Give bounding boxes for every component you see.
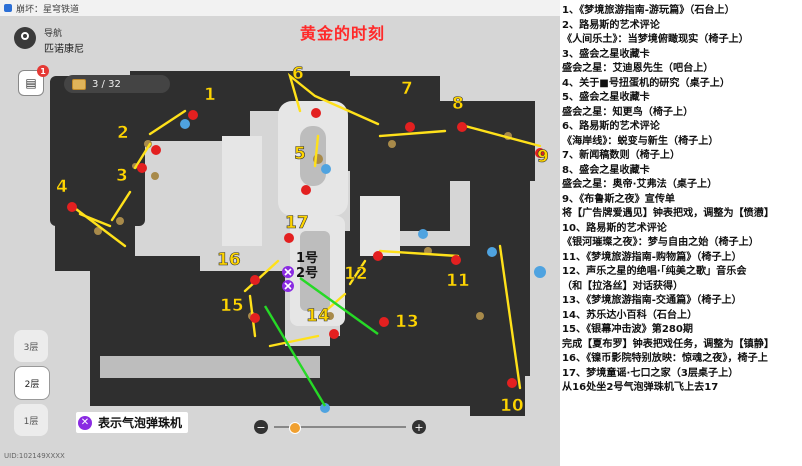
guide-line: 1、《梦境旅游指南-游玩篇》（石台上） (562, 5, 735, 16)
window-title: 崩坏：星穹铁道 (16, 4, 80, 15)
area-name: 匹诺康尼 (44, 44, 84, 55)
route-number: 16 (217, 250, 241, 270)
guide-line: 《人间乐土》：当梦境俯瞰现实（椅子上） (562, 34, 749, 45)
guide-line: 完成【夏布罗】钟表把戏任务，调整为【镇静】 (562, 338, 774, 350)
pinball-machine-label: 2号 (296, 266, 319, 281)
guide-line: 16、《镍币影院特别放映：惊魂之夜》，椅子上 (562, 353, 768, 364)
route-number: 11 (446, 271, 470, 291)
route-number: 10 (500, 396, 524, 416)
route-number: 3 (116, 166, 128, 186)
route-number: 7 (401, 79, 413, 99)
inbox-button[interactable]: ▤ 1 (18, 65, 49, 96)
guide-line: 《海岸线》：蜕变与新生（椅子上） (562, 135, 719, 147)
guide-line: 17、梦境童谣·七口之家（3层桌子上） (562, 367, 739, 379)
floor-3-button[interactable]: 3层 (14, 330, 48, 362)
route-number: 13 (395, 312, 419, 332)
route-number: 6 (292, 64, 304, 84)
inbox-icon: ▤ (25, 76, 37, 90)
treasure-chest-counter[interactable]: 3 / 32 (64, 75, 170, 93)
route-number: 5 (294, 144, 306, 164)
route-number: 15 (220, 296, 244, 316)
guide-line: 11、《梦境旅游指南-购物篇》（椅子上） (562, 251, 742, 263)
route-number: 4 (56, 177, 68, 197)
route-number: 9 (537, 147, 549, 167)
nav-label: 导航 (44, 29, 63, 39)
guide-line: 15、《银幕冲击波》第280期 (562, 324, 694, 335)
legend-text: 表示气泡弹珠机 (98, 416, 183, 430)
floor-2-button[interactable]: 2层 (14, 366, 50, 400)
guide-line: 从16处坐2号气泡弹珠机飞上去17 (562, 382, 719, 393)
pinball-machine-icon: ✕ (78, 415, 92, 430)
route-number: 8 (452, 94, 464, 114)
guide-line: 3、盛会之星收藏卡 (562, 48, 650, 60)
guide-line: 5、盛会之星收藏卡 (562, 92, 650, 103)
guide-line: 盛会之星：艾迪恩先生（吧台上） (562, 63, 714, 74)
guide-line: 将【广告牌爱遇见】钟表把戏，调整为【愤懑】 (562, 208, 774, 219)
map-legend: ✕ 表示气泡弹珠机 (76, 412, 189, 433)
route-number: 2 (117, 123, 129, 143)
navigation-header: 导航 匹诺康尼 (14, 22, 134, 58)
guide-line: 10、路易斯的艺术评论 (562, 222, 667, 234)
guide-line: 《银河璀璨之夜》：梦与自由之始（椅子上） (562, 237, 759, 248)
app-icon (4, 4, 12, 12)
zoom-control: − + (254, 420, 426, 434)
guide-line: （和【拉洛丝】对话获得） (562, 280, 684, 292)
treasure-chest-icon (72, 78, 86, 90)
zoom-slider-handle[interactable] (288, 422, 301, 434)
window-titlebar: 崩坏：星穹铁道 (0, 0, 560, 16)
guide-line: 盛会之星：奥帝·艾弗法（桌子上） (562, 179, 718, 190)
collectibles-guide-panel: 1、《梦境旅游指南-游玩篇》（石台上） 2、路易斯的艺术评论《人间乐土》：当梦境俯… (560, 0, 802, 466)
guide-line: 7、新闻稿数则（椅子上） (562, 150, 681, 161)
zoom-out-button[interactable]: − (254, 420, 268, 434)
zoom-in-button[interactable]: + (412, 420, 426, 434)
map-view[interactable]: 1 2 3 4 5 6 7 8 9 10 11 12 13 14 15 16 1… (0, 16, 560, 466)
guide-line: 12、声乐之星的绝唱·「纯美之歌」音乐会 (562, 266, 747, 277)
guide-line: 盛会之星：知更鸟（椅子上） (562, 106, 694, 118)
route-number: 14 (306, 306, 330, 326)
notification-badge: 1 (37, 65, 49, 77)
guide-line: 4、关于■号扭蛋机的研究（桌子上） (562, 77, 730, 89)
guide-line: 9、《布鲁斯之夜》宣传单 (562, 193, 676, 205)
route-number: 17 (285, 213, 309, 233)
floor-1-button[interactable]: 1层 (14, 404, 48, 436)
location-pin-icon (14, 27, 36, 49)
guide-line: 2、路易斯的艺术评论 (562, 19, 660, 31)
chest-count: 3 / 32 (92, 78, 121, 90)
guide-line: 8、盛会之星收藏卡 (562, 164, 650, 176)
pinball-machine-label: 1号 (296, 251, 319, 266)
route-number: 1 (204, 85, 216, 105)
floor-selector: 3层 2层 1层 (14, 330, 50, 440)
map-title: 黄金的时刻 (300, 24, 386, 43)
guide-line: 6、路易斯的艺术评论 (562, 121, 660, 132)
zoom-slider-track[interactable] (274, 426, 406, 428)
guide-line: 14、苏乐达小百科（石台上） (562, 309, 698, 321)
guide-line: 13、《梦境旅游指南-交通篇》（椅子上） (562, 295, 742, 306)
route-number: 12 (344, 264, 368, 284)
player-uid: UID:102149XXXX (4, 452, 65, 460)
